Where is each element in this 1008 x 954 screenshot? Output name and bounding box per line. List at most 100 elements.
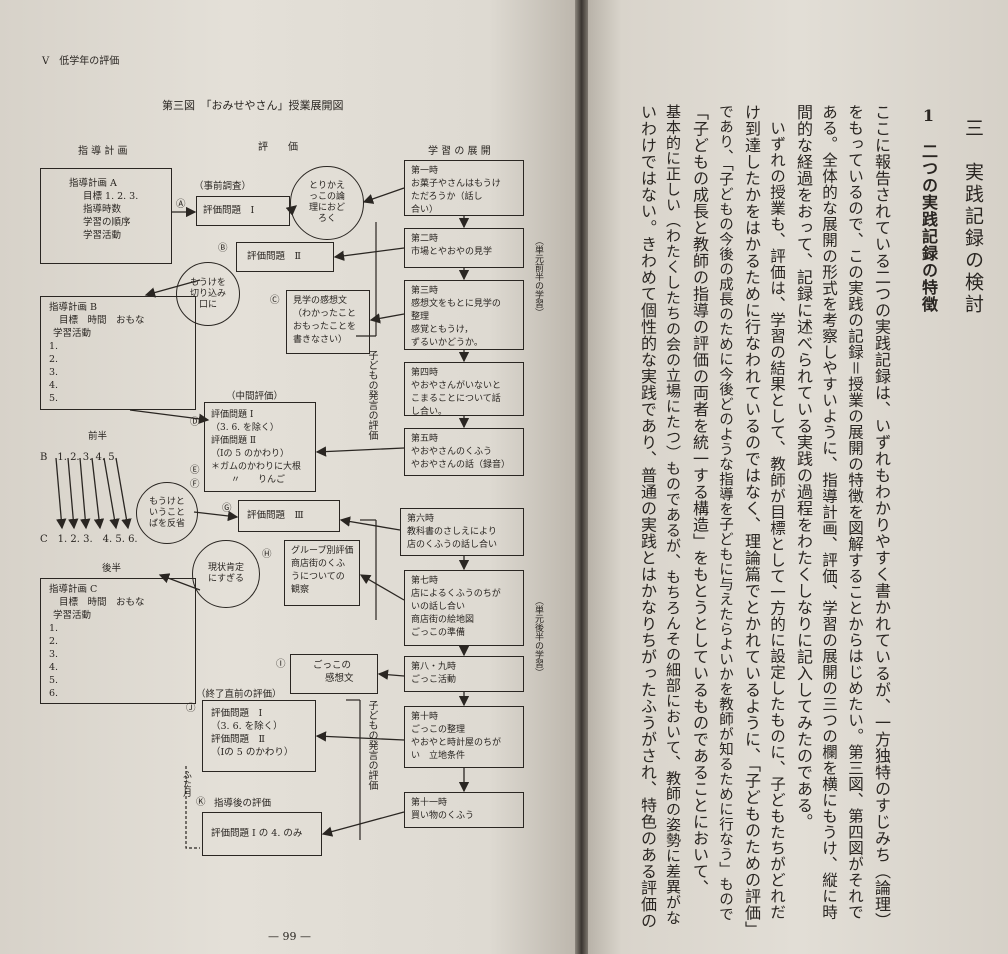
eval-group-line: 商店街のくふ — [291, 559, 346, 569]
plan-a-line: 目標 1. 2. 3. — [83, 191, 139, 202]
eval-impression-box: 見学の感想文 （わかったこと おもったことを 書きなさい） — [286, 290, 370, 354]
lesson-line: 第一時 — [411, 166, 439, 176]
student-voice-label-2: 子どもの発言の評価 — [366, 700, 377, 790]
marker-b: Ⓑ — [218, 243, 228, 254]
eval-mid-line: ＊ガムのかわりに大根 — [211, 462, 302, 472]
eval-after-box: 評価問題 Ⅰ の 4. のみ — [202, 812, 322, 856]
plan-c-line: 3. — [49, 649, 59, 660]
eval-group-line: グループ別評価 — [291, 546, 354, 556]
lesson-line: 第七時 — [411, 576, 439, 586]
circle-note-line: っこの論 — [308, 192, 345, 202]
marker-h: Ⓗ — [262, 549, 272, 560]
paragraph-line: 基本的に正しい（わたくしたちの会の立場にたつ）ものであるが、もちろんその細部にお… — [664, 104, 682, 926]
lesson-line: 第四時 — [411, 368, 439, 378]
paragraph-line: をもっているので、この実践の記録＝授業の展開の特徴を図解することからはじめたい。… — [846, 104, 864, 920]
lesson-line: 買い物のくふう — [411, 811, 475, 821]
circle-note-line: 切り込み — [189, 288, 226, 299]
eval-final-line: 評価問題 Ⅱ — [211, 734, 265, 745]
plan-b-line: 4. — [49, 380, 59, 391]
marker-i: Ⓘ — [276, 659, 286, 670]
circle-note-line: ろく — [317, 214, 336, 224]
eval-mid-line: 評価問題 Ⅰ — [211, 410, 254, 420]
lesson-5-box: 第五時 やおやさんのくふう やおやさんの話（録音） — [404, 428, 524, 476]
lesson-10-box: 第十時 ごっこの整理 やおやと時計屋のちが い 立地条件 — [404, 706, 524, 768]
lesson-line: 第十一時 — [411, 798, 448, 808]
plan-c-line: 目標 時間 おもな — [59, 597, 145, 608]
lesson-line: 教科書のさしえにより — [407, 527, 497, 537]
eval-impression-line: 書きなさい） — [293, 335, 348, 345]
marker-c: Ⓒ — [270, 295, 280, 306]
plan-b-line: 2. — [49, 354, 59, 365]
lesson-line: 第二時 — [411, 234, 439, 244]
plan-c-line: 1. — [49, 623, 59, 634]
student-voice-label-1: 子どもの発言の評価 — [366, 350, 377, 440]
lesson-6-box: 第六時 教科書のさしえにより 店のくふうの話し合い — [400, 508, 524, 556]
plan-c-line: 5. — [49, 675, 59, 686]
eval-pre-title: （事前調査） — [194, 181, 252, 192]
plan-c-line: 指導計画 C — [49, 584, 98, 595]
lesson-line: 市場とやおやの見学 — [411, 247, 493, 257]
eval-group-box: グループ別評価 商店街のくふ うについての 観察 — [284, 540, 360, 606]
eval-after-title: 指導後の評価 — [214, 798, 272, 809]
lesson-line: 第六時 — [407, 514, 435, 524]
marker-f: Ⓕ — [190, 479, 200, 490]
eval-final-line: 評価問題 Ⅰ — [211, 708, 263, 719]
marker-g: Ⓖ — [222, 503, 232, 514]
circle-note-2: もうけを 切り込み 口に — [176, 262, 240, 326]
lesson-line: やおやさんの話（録音） — [411, 460, 511, 470]
eval-impression-line: 見学の感想文 — [293, 296, 348, 306]
lesson-3-box: 第三時 感想文をもとに見学の 整理 感覚ともうけ， ずるいかどうか。 — [404, 280, 524, 350]
lesson-line: 店によるくふうのちが — [411, 589, 501, 599]
plan-b-line: 指導計画 B — [49, 302, 98, 313]
paragraph-line: け到達したかをはかるために行なわれているのではなく、理論篇でとかれているように、… — [742, 104, 761, 938]
lesson-line: 整理 — [411, 312, 430, 322]
lesson-line: し合い。 — [411, 407, 448, 417]
lesson-line: ごっこの準備 — [411, 628, 466, 638]
plan-c-line: 6. — [49, 688, 59, 699]
lesson-line: やおやさんのくふう — [411, 447, 493, 457]
lesson-line: やおやさんがいないと — [411, 381, 502, 391]
first-half-label: 前半 — [88, 431, 108, 442]
eval-mid-line: 評価問題 Ⅱ — [211, 436, 256, 446]
plan-b-line: 1. — [49, 341, 59, 352]
eval-gokko-line: ごっこの — [313, 660, 352, 671]
book-gutter — [575, 0, 588, 954]
lesson-line: ずるいかどうか。 — [411, 338, 483, 348]
lesson-1-box: 第一時 お菓子やさんはもうけ ただろうか（話し 合い） — [404, 160, 524, 216]
circle-note-4: 現状肯定 にすぎる — [192, 540, 260, 608]
running-head: Ⅴ 低学年の評価 — [42, 56, 120, 67]
c-row: C 1. 2. 3. 4. 5. 6. — [40, 534, 138, 545]
circle-note-line: もうけと — [149, 496, 185, 507]
plan-b-box: 指導計画 B 目標 時間 おもな 学習活動 1. 2. 3. 4. 5. — [40, 296, 196, 410]
eval-group-line: うについての — [291, 572, 345, 582]
eval-after-line: 評価問題 Ⅰ の 4. のみ — [211, 828, 303, 839]
eval-gokko-line: 感想文 — [325, 673, 354, 684]
plan-a-box: 指導計画 A 目標 1. 2. 3. 指導時数 学習の順序 学習活動 — [40, 168, 172, 264]
paragraph-line: 間的な経過をおって、記録に述べられている実践の過程をわたくしなりに記入してみたの… — [794, 104, 813, 830]
lesson-line: ごっこ活動 — [411, 675, 457, 685]
chapter-heading: 三 実践記録の検討 — [962, 118, 984, 316]
column-header-development: 学 習 の 展 開 — [428, 146, 491, 157]
paragraph-line: いわけではない。きわめて個性的な実践であり、普通の実践とはかなりちがったふうがさ… — [638, 104, 657, 929]
lesson-line: 店のくふうの話し合い — [407, 540, 498, 550]
diagram-connectors — [55, 187, 470, 849]
eval-final-line: （3. 6. を除く） — [211, 721, 283, 732]
paragraph-line: ある。全体的な展開の形式を考察しやすいように、指導計画、評価、学習の展開の三つの… — [820, 104, 838, 920]
marker-a: Ⓐ — [176, 199, 186, 210]
plan-b-line: 目標 時間 おもな — [59, 315, 145, 326]
circle-note-line: ばを反省 — [148, 518, 185, 529]
eval-mid-title: （中間評価） — [226, 391, 284, 402]
eval-final-line: （Ⅰの 5 のかわり） — [211, 747, 294, 758]
lesson-line: い 立地条件 — [411, 751, 466, 761]
lesson-line: 合い） — [411, 205, 439, 215]
lesson-line: 第三時 — [411, 286, 439, 296]
lesson-11-box: 第十一時 買い物のくふう — [404, 792, 524, 828]
circle-note-line: とりかえ — [308, 181, 345, 191]
eval-mid-line: 〃 りんご — [231, 475, 286, 485]
lesson-line: お菓子やさんはもうけ — [411, 179, 501, 189]
marker-d: Ⓓ — [190, 417, 200, 428]
eval-impression-line: （わかったこと — [293, 309, 357, 319]
page-number: — 99 — — [268, 930, 311, 943]
b-row: B 1. 2. 3. 4. 5. — [40, 452, 118, 463]
lesson-line: こまることについて話 — [411, 394, 501, 404]
